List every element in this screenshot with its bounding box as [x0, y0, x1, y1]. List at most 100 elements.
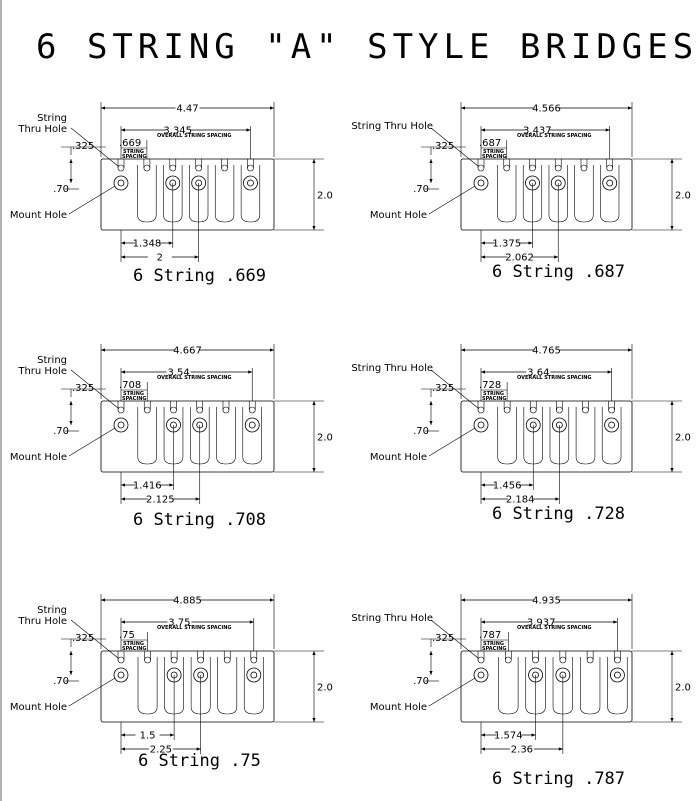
- mount-hole-leader: [428, 677, 476, 707]
- mount-dim-2-label-bg: [509, 743, 534, 754]
- overall-spacing-label: OVERALL STRING SPACING: [157, 625, 231, 631]
- mount-hole-outer: [473, 175, 489, 191]
- overall-spacing-dim-arrow-right: [613, 620, 618, 624]
- overall-spacing-dim: 3.64: [481, 366, 612, 379]
- mount-dim-1-arrow-left: [121, 483, 125, 487]
- mount-dim-1-arrow-left: [481, 483, 485, 487]
- string-thru-hole: [144, 656, 151, 664]
- mount-dim-1-label-bg: [135, 729, 160, 740]
- mount-hole-inner: [606, 179, 614, 187]
- mount-hole-outer: [246, 667, 262, 683]
- mount-dim-2-arrow-left: [481, 497, 485, 501]
- string-thru-label: String Thru Hole: [351, 121, 433, 132]
- string-spacing-label-1: STRING: [123, 149, 144, 155]
- mount-dim-2-value: 2.184: [506, 495, 535, 506]
- mount-dim-2: 2.184: [481, 493, 560, 506]
- dim-top-offset: .325: [72, 141, 94, 152]
- overall-spacing-dim: 3.54: [121, 366, 253, 379]
- string-thru-hole: [477, 164, 485, 172]
- string-thru-hole: [250, 656, 258, 664]
- mount-hole-inner: [477, 421, 485, 429]
- saddle-slot: [137, 657, 158, 715]
- dim-70-arrow-up: [429, 159, 433, 163]
- height-dim-value: 2.0: [675, 683, 691, 694]
- string-spacing-value: .75: [119, 630, 135, 641]
- dim-70-arrow-up: [69, 401, 73, 405]
- string-thru-hole: [170, 656, 178, 664]
- string-thru-hole: [586, 656, 594, 664]
- mount-hole-label: Mount Hole: [10, 452, 67, 463]
- dim-70-arrow-down: [69, 179, 73, 183]
- mount-dim-1-arrow-right: [529, 483, 534, 487]
- mount-dim-1: 1.456: [481, 479, 534, 492]
- saddle-slot: [137, 165, 157, 223]
- dim-70-arrow-up: [69, 651, 73, 655]
- string-thru-hole: [503, 164, 511, 172]
- mount-dim-2-arrow-left: [481, 255, 485, 259]
- string-thru-leader: [70, 369, 119, 409]
- bridge-body: [100, 650, 275, 723]
- overall-spacing-label: OVERALL STRING SPACING: [157, 375, 231, 381]
- mount-dim-2-arrow-right: [195, 497, 200, 501]
- height-dim-arrow-down: [312, 468, 316, 472]
- mount-dim-2: 2.125: [121, 493, 200, 506]
- dim-top-offset: .325: [72, 633, 94, 644]
- dim-mount-offset: .70: [413, 184, 429, 195]
- overall-width-dim: 4.47: [101, 102, 274, 115]
- height-dim-value: 2.0: [317, 433, 333, 444]
- mount-dim-1-value: 1.574: [494, 731, 523, 742]
- mount-dim-1: 1.416: [121, 479, 174, 492]
- overall-width-dim: 4.885: [101, 594, 274, 607]
- overall-spacing-label: OVERALL STRING SPACING: [157, 133, 231, 139]
- height-label-bg: [316, 188, 334, 201]
- height-label-bg: [316, 430, 334, 443]
- mount-dim-2-value: 2.125: [146, 495, 175, 506]
- string-thru-hole: [195, 164, 202, 172]
- string-thru-hole: [196, 406, 204, 414]
- saddle-slot: [497, 165, 517, 223]
- saddle-slot: [217, 657, 238, 715]
- saddle-slot: [240, 165, 261, 223]
- string-spacing-value: .687: [479, 138, 501, 149]
- string-thru-hole: [608, 406, 615, 414]
- overall-spacing-dim: 3.937: [481, 616, 618, 629]
- overall-width-dim: 4.667: [101, 344, 274, 357]
- mount-hole-outer: [243, 175, 258, 191]
- overall-spacing-dim: 3.75: [121, 616, 254, 629]
- height-label-bg: [674, 430, 692, 443]
- dim-top-offset: .325: [432, 383, 454, 394]
- mount-hole-outer: [473, 667, 489, 683]
- mount-dim-2-label-bg: [507, 251, 532, 262]
- height-dim-arrow-down: [312, 718, 316, 722]
- string-spacing-value: .787: [479, 630, 501, 641]
- overall-width-dim: 4.566: [461, 102, 632, 115]
- string-thru-hole: [529, 164, 536, 172]
- height-dim-arrow-up: [670, 651, 674, 655]
- mount-hole-inner: [477, 671, 485, 679]
- mount-dim-2-arrow-left: [481, 747, 485, 751]
- string-thru-leader: [70, 127, 119, 167]
- mount-dim-2: 2.36: [481, 743, 563, 756]
- mount-hole-outer: [244, 417, 260, 433]
- string-spacing-label-2: SPACING: [122, 154, 147, 160]
- height-dim-value: 2.0: [675, 191, 691, 202]
- saddle-slot: [574, 165, 594, 223]
- mount-dim-1-arrow-right: [528, 241, 533, 245]
- string-spacing-label-1: STRING: [483, 641, 504, 647]
- mount-hole-outer: [113, 175, 129, 191]
- mount-dim-1-arrow-right: [168, 241, 173, 245]
- mount-hole-inner: [477, 179, 485, 187]
- mount-dim-1: 1.5: [121, 729, 175, 742]
- dim-mount-offset: .70: [53, 426, 69, 437]
- mount-hole-leader: [68, 427, 116, 457]
- mount-dim-1-arrow-left: [121, 733, 125, 737]
- mount-hole-inner: [248, 421, 256, 429]
- mount-dim-1-value: 1.416: [133, 481, 162, 492]
- dim-mount-offset: .70: [53, 676, 69, 687]
- string-spacing-label-1: STRING: [123, 391, 144, 397]
- overall-width-dim-arrow-left: [461, 106, 465, 110]
- overall-width-dim-value: 4.566: [532, 104, 561, 115]
- string-thru-hole: [504, 656, 512, 664]
